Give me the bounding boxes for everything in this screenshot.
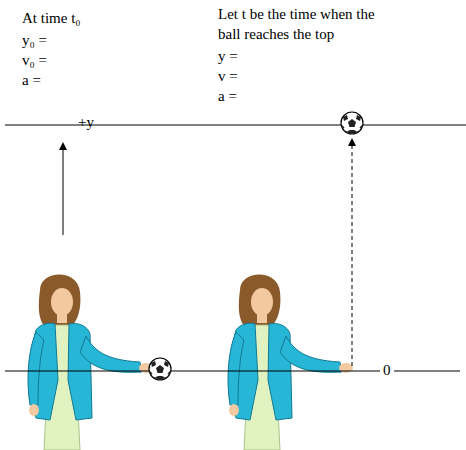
origin-label: 0 — [380, 360, 394, 380]
variable-label: v = — [218, 66, 238, 86]
time-label: At time t₀ — [22, 8, 81, 28]
variable-label: y = — [218, 46, 238, 66]
variable-label: a = — [218, 86, 237, 106]
variable-label: y₀ = — [22, 30, 47, 50]
time-label: Let t be the time when the ball reaches … — [218, 4, 386, 44]
variable-label: a = — [22, 70, 41, 90]
variable-label: v₀ = — [22, 50, 47, 70]
axis-label: +y — [78, 112, 94, 132]
